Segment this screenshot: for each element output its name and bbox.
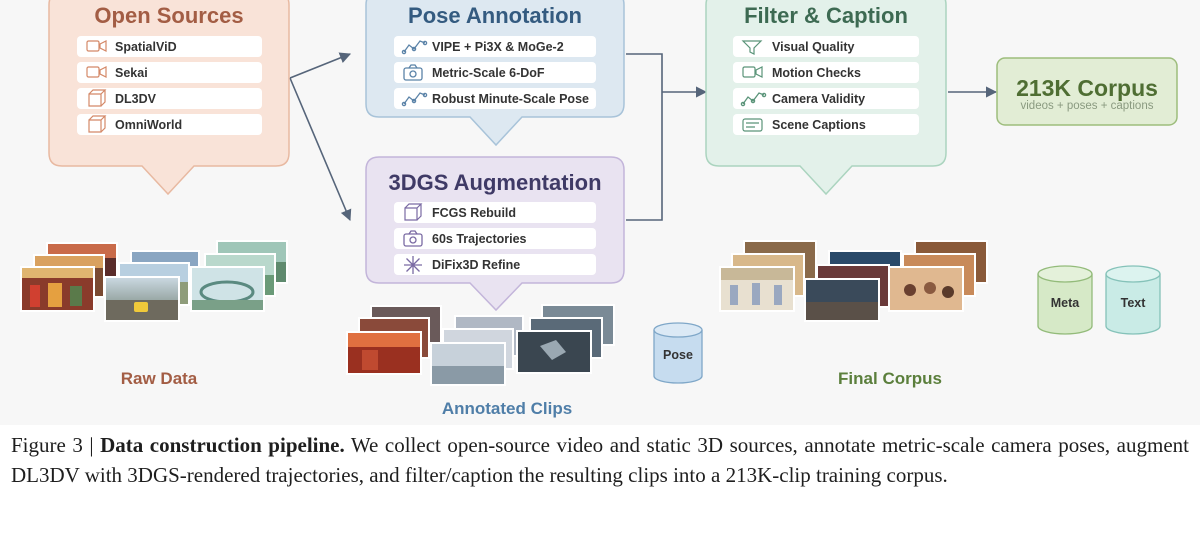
camera-icon <box>403 64 423 81</box>
funnel-icon <box>741 40 763 55</box>
filter-item-scene-captions: Scene Captions <box>733 114 919 135</box>
open-source-item-sekai: Sekai <box>77 62 262 83</box>
open-source-label: SpatialViD <box>115 40 177 54</box>
annotated-clips-thumbnails <box>346 304 615 386</box>
gs-item-fcgs: FCGS Rebuild <box>394 202 596 223</box>
corpus-title: 213K Corpus <box>1016 75 1158 101</box>
text-database-label: Text <box>1121 296 1147 310</box>
filter-item-label: Visual Quality <box>772 40 854 54</box>
open-source-item-dl3dv: DL3DV <box>77 88 262 109</box>
figure-caption: Figure 3 | Data construction pipeline. W… <box>11 431 1189 490</box>
open-sources-title: Open Sources <box>94 3 243 28</box>
gs-item-trajectories: 60s Trajectories <box>394 228 596 249</box>
pose-item-vipe: VIPE + Pi3X & MoGe-2 <box>394 36 596 57</box>
sparkle-icon <box>404 256 422 274</box>
trajectory-icon <box>401 92 428 107</box>
thumbnail <box>346 331 422 375</box>
camera-icon <box>403 230 423 247</box>
caption-prefix: Figure 3 | <box>11 433 101 457</box>
pose-item-label: Metric-Scale 6-DoF <box>432 66 545 80</box>
open-source-item-omniworld: OmniWorld <box>77 114 262 135</box>
cube-icon <box>404 203 423 221</box>
open-source-item-spatialvid: SpatialViD <box>77 36 262 57</box>
corpus-box: 213K Corpus videos + poses + captions <box>996 57 1178 126</box>
gs-augmentation-title: 3DGS Augmentation <box>388 170 601 195</box>
gs-item-label: 60s Trajectories <box>432 232 527 246</box>
caption-body: We collect open-source video and static … <box>11 433 1189 487</box>
filter-caption-box: Filter & Caption Visual Quality Motion C… <box>705 0 947 196</box>
thumbnail <box>516 330 592 374</box>
trajectory-icon <box>401 40 428 55</box>
connectors <box>289 52 998 222</box>
pipeline-figure: Open Sources SpatialViD Sekai DL3DV <box>20 0 1178 418</box>
filter-item-label: Motion Checks <box>772 66 861 80</box>
thumbnail <box>430 342 506 386</box>
open-source-label: DL3DV <box>115 92 157 106</box>
thumbnail <box>719 266 795 312</box>
pose-database-label: Pose <box>663 348 693 362</box>
open-sources-box: Open Sources SpatialViD Sekai DL3DV <box>48 0 290 196</box>
cube-icon <box>88 115 107 133</box>
caption-icon <box>742 118 763 132</box>
open-source-label: Sekai <box>115 66 148 80</box>
filter-caption-title: Filter & Caption <box>744 3 908 28</box>
gs-item-label: DiFix3D Refine <box>432 258 520 272</box>
final-corpus-thumbnails <box>719 240 988 322</box>
trajectory-icon <box>740 92 767 107</box>
meta-database-label: Meta <box>1051 296 1081 310</box>
filter-item-visual-quality: Visual Quality <box>733 36 919 57</box>
pose-annotation-title: Pose Annotation <box>408 3 582 28</box>
arrow-open-to-pose <box>289 52 352 79</box>
pose-item-label: Robust Minute-Scale Pose <box>432 92 589 106</box>
raw-data-label: Raw Data <box>121 369 198 388</box>
filter-item-label: Camera Validity <box>772 92 865 106</box>
pose-item-metric: Metric-Scale 6-DoF <box>394 62 596 83</box>
filter-item-motion-checks: Motion Checks <box>733 62 919 83</box>
video-icon <box>742 66 763 78</box>
connector-pose-out <box>626 53 663 221</box>
open-source-label: OmniWorld <box>115 118 182 132</box>
filter-item-label: Scene Captions <box>772 118 866 132</box>
caption-bold: Data construction pipeline. <box>100 433 345 457</box>
cube-icon <box>88 89 107 107</box>
text-database: Text <box>1105 265 1161 335</box>
pose-database: Pose <box>653 322 703 384</box>
thumbnail <box>190 266 265 312</box>
arrow-open-to-3dgs <box>289 77 352 222</box>
corpus-subtitle: videos + poses + captions <box>1021 100 1154 112</box>
final-corpus-label: Final Corpus <box>838 369 942 388</box>
pose-annotation-box: Pose Annotation VIPE + Pi3X & MoGe-2 Met… <box>365 0 625 147</box>
pose-item-label: VIPE + Pi3X & MoGe-2 <box>432 40 564 54</box>
video-icon <box>86 40 107 52</box>
meta-database: Meta <box>1037 265 1093 335</box>
thumbnail <box>104 276 180 322</box>
pipeline-diagram: Open Sources SpatialViD Sekai DL3DV <box>20 0 1178 418</box>
thumbnail <box>888 266 964 312</box>
video-icon <box>86 66 107 78</box>
filter-item-camera-validity: Camera Validity <box>733 88 919 109</box>
raw-data-thumbnails <box>20 240 288 322</box>
gs-augmentation-box: 3DGS Augmentation FCGS Rebuild 60s Traje… <box>365 156 625 312</box>
gs-item-difix: DiFix3D Refine <box>394 254 596 275</box>
thumbnail <box>20 266 95 312</box>
gs-item-label: FCGS Rebuild <box>432 206 516 220</box>
thumbnail <box>804 278 880 322</box>
annotated-clips-label: Annotated Clips <box>442 399 572 418</box>
pose-item-robust: Robust Minute-Scale Pose <box>394 88 596 109</box>
